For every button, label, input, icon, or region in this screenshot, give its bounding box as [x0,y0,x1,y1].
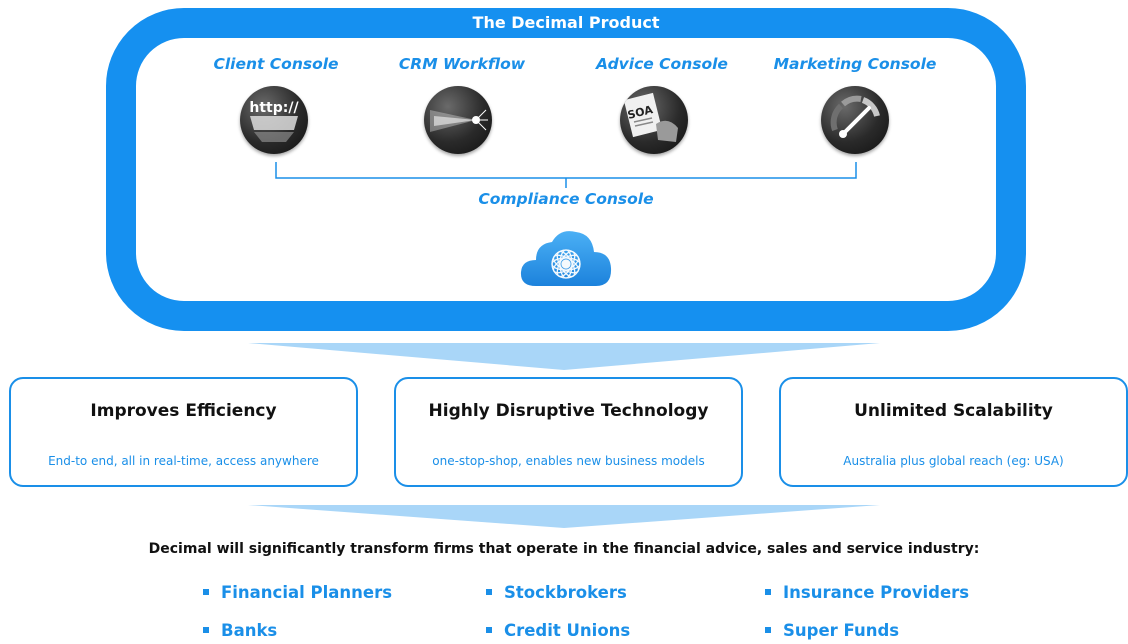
marketing-console-label: Marketing Console [773,55,937,73]
bullet-icon [203,588,209,595]
benefit-subtitle: End-to end, all in real-time, access any… [48,454,319,468]
industry-label: Credit Unions [504,621,631,640]
benefit-box-scalability: Unlimited Scalability Australia plus glo… [779,377,1128,487]
industry-label: Super Funds [783,621,900,640]
industry-statement: Decimal will significantly transform fir… [148,541,980,557]
benefit-title: Unlimited Scalability [854,401,1053,421]
light-beam-icon [424,86,492,154]
bullet-icon [486,588,492,595]
bullet-icon [765,588,771,595]
industry-item-stockbrokers: Stockbrokers [486,583,627,602]
benefit-subtitle: one-stop-shop, enables new business mode… [432,454,705,468]
industry-label: Banks [221,621,278,640]
soa-text: SOA [626,103,654,122]
industry-label: Stockbrokers [504,583,627,602]
http-text: http:// [249,100,299,116]
industry-item-financial-planners: Financial Planners [203,583,392,602]
gauge-icon [821,86,889,154]
industry-label: Insurance Providers [783,583,970,602]
down-arrow-2 [248,505,880,528]
benefit-title: Improves Efficiency [90,401,277,421]
industry-item-insurance-providers: Insurance Providers [765,583,969,602]
compliance-console-label: Compliance Console [478,190,654,208]
crm-workflow-label: CRM Workflow [398,55,526,73]
bullet-icon [486,626,492,633]
product-frame [106,8,1026,331]
bullet-icon [765,626,771,633]
advice-console-label: Advice Console [596,55,728,73]
soa-document-icon: SOA [620,86,688,154]
industry-item-banks: Banks [203,621,277,640]
industry-label: Financial Planners [221,583,393,602]
cloud-flower-icon [518,222,614,290]
consoles-bracket [275,162,857,188]
industry-item-credit-unions: Credit Unions [486,621,630,640]
benefit-subtitle: Australia plus global reach (eg: USA) [843,454,1064,468]
benefit-title: Highly Disruptive Technology [428,401,709,421]
benefit-box-efficiency: Improves Efficiency End-to end, all in r… [9,377,358,487]
client-console-label: Client Console [213,55,339,73]
browser-http-icon: http:// [240,86,308,154]
industry-item-super-funds: Super Funds [765,621,899,640]
product-title: The Decimal Product [472,13,660,32]
bullet-icon [203,626,209,633]
benefit-box-disruptive: Highly Disruptive Technology one-stop-sh… [394,377,743,487]
down-arrow-1 [248,343,880,370]
